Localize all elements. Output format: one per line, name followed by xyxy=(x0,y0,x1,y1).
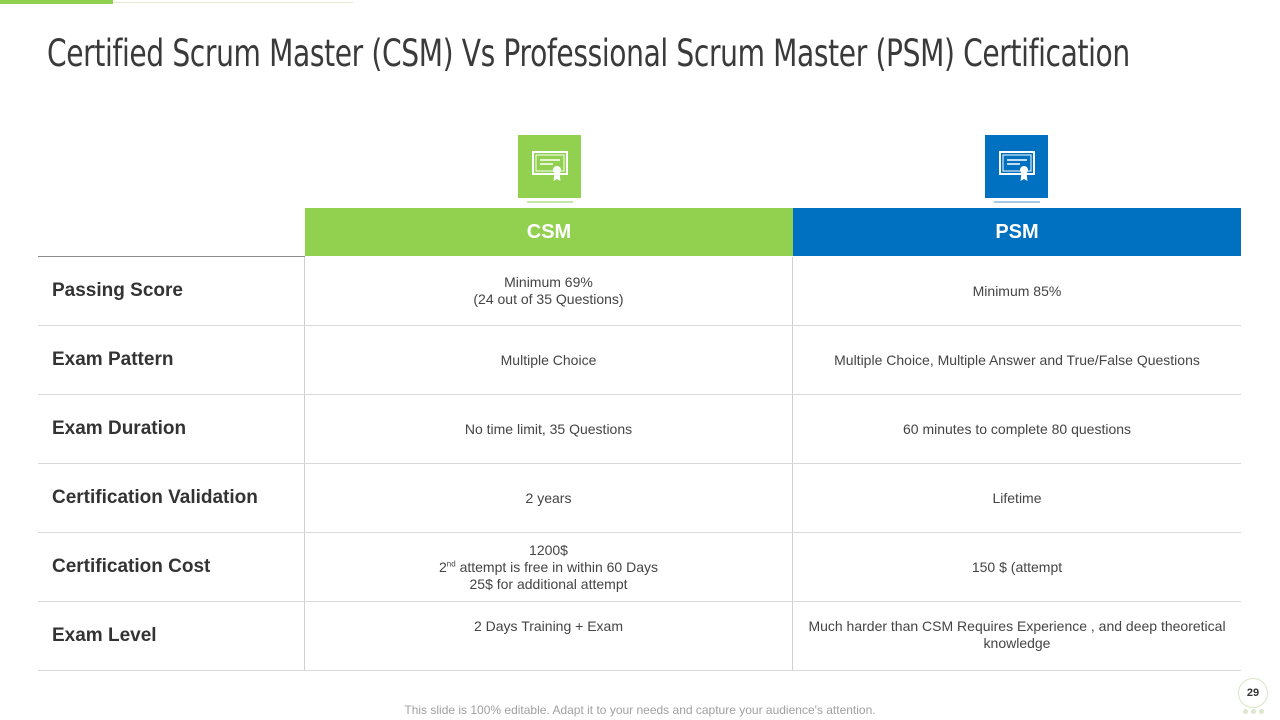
psm-value-cell: 60 minutes to complete 80 questions xyxy=(793,395,1241,463)
csm-value-cell: Multiple Choice xyxy=(305,326,793,394)
csm-value-cell: 2 years xyxy=(305,464,793,532)
csm-value-line: 2 years xyxy=(525,489,572,506)
row-label: Exam Duration xyxy=(38,395,305,463)
page-decoration xyxy=(1242,709,1264,715)
csm-value-cell: No time limit, 35 Questions xyxy=(305,395,793,463)
csm-icon-underline xyxy=(527,201,573,203)
row-label: Certification Cost xyxy=(38,533,305,601)
psm-value-line: 60 minutes to complete 80 questions xyxy=(902,420,1132,437)
psm-value-line: Multiple Choice, Multiple Answer and Tru… xyxy=(834,351,1200,368)
csm-value-cell: Minimum 69%(24 out of 35 Questions) xyxy=(305,257,793,325)
psm-value-cell: Much harder than CSM Requires Experience… xyxy=(793,602,1241,670)
row-label: Exam Level xyxy=(38,602,305,670)
psm-certificate-icon xyxy=(985,135,1048,198)
table-row: Exam Pattern Multiple Choice Multiple Choi… xyxy=(38,326,1241,395)
csm-value-line: 2 Days Training + Exam xyxy=(473,618,623,634)
csm-value-line: 2nd attempt is free in within 60 Days xyxy=(439,559,658,576)
csm-value-cell: 2 Days Training + Exam xyxy=(305,602,793,670)
psm-value-cell: Lifetime xyxy=(793,464,1241,532)
psm-value-line: 150 $ (attempt xyxy=(971,558,1063,575)
csm-value-line: Multiple Choice xyxy=(500,351,597,368)
table-row: Certification Validation 2 years Lifetime xyxy=(38,464,1241,533)
top-accent-bar xyxy=(0,0,113,4)
top-accent-line xyxy=(113,2,353,3)
csm-column-header: CSM xyxy=(305,208,793,256)
certificate-icon xyxy=(531,150,568,181)
psm-value-cell: Minimum 85% xyxy=(793,257,1241,325)
psm-column-header: PSM xyxy=(793,208,1241,256)
psm-value-cell: Multiple Choice, Multiple Answer and Tru… xyxy=(793,326,1241,394)
row-label: Passing Score xyxy=(38,257,305,325)
psm-icon-underline xyxy=(994,201,1040,203)
table-row: Exam Level 2 Days Training + Exam Much har… xyxy=(38,602,1241,671)
header-rule xyxy=(38,256,305,257)
csm-value-line: 1200$ xyxy=(529,541,568,558)
page-number: 29 xyxy=(1238,678,1268,708)
page-title: Certified Scrum Master (CSM) Vs Professi… xyxy=(47,32,1130,75)
csm-value-line: No time limit, 35 Questions xyxy=(464,420,633,437)
table-row: Exam Duration No time limit, 35 Questions… xyxy=(38,395,1241,464)
certificate-icon xyxy=(998,150,1035,181)
csm-certificate-icon xyxy=(518,135,581,198)
psm-value-line: Much harder than CSM Requires Experience… xyxy=(808,618,1226,634)
value-text: attempt is free in within 60 Days xyxy=(455,558,658,575)
row-label: Exam Pattern xyxy=(38,326,305,394)
psm-value-line: knowledge xyxy=(983,635,1051,651)
row-label: Certification Validation xyxy=(38,464,305,532)
csm-value-line: (24 out of 35 Questions) xyxy=(473,291,624,307)
csm-value-line: Minimum 69% xyxy=(504,274,593,290)
psm-value-line: Minimum 85% xyxy=(972,282,1062,299)
psm-value-cell: 150 $ (attempt xyxy=(793,533,1241,601)
csm-value-cell: 1200$2nd attempt is free in within 60 Da… xyxy=(305,533,793,601)
ordinal-suffix: nd xyxy=(446,558,456,568)
value-text: 2 xyxy=(438,558,447,575)
footer-note: This slide is 100% editable. Adapt it to… xyxy=(404,703,876,717)
csm-value-line: 25$ for additional attempt xyxy=(469,575,628,592)
psm-value-line: Lifetime xyxy=(992,489,1042,506)
